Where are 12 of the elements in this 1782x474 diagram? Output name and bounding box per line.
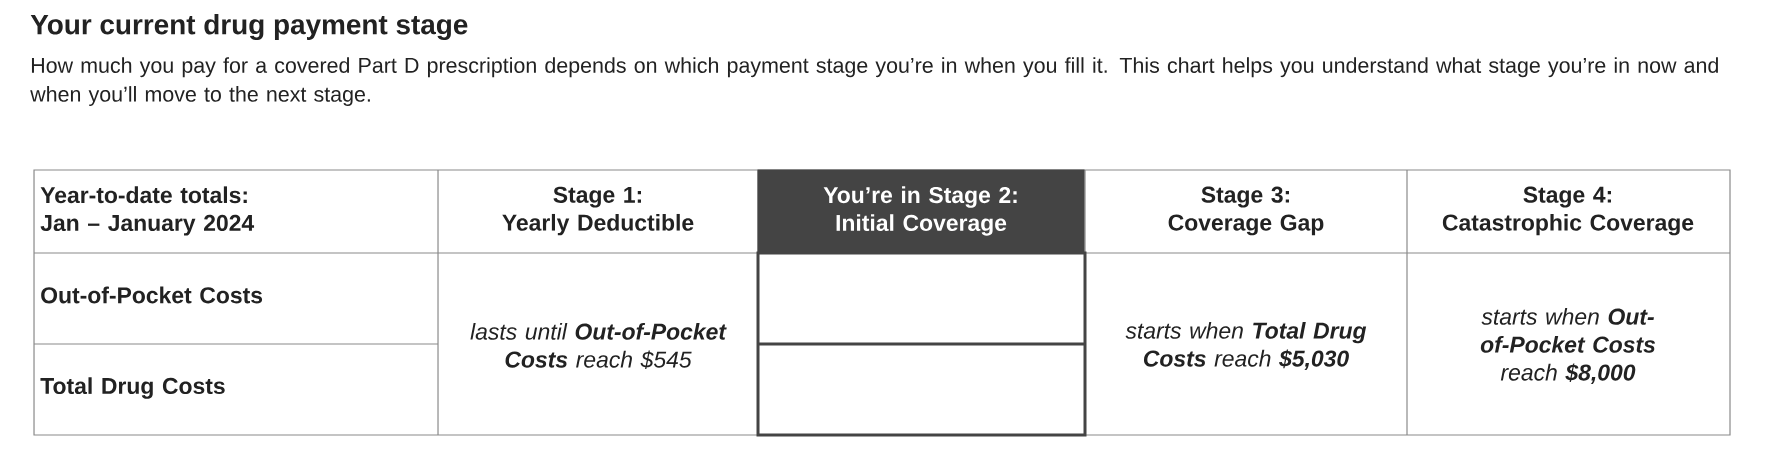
row-header: Total Drug Costs xyxy=(40,377,225,399)
row-header: Out-of-Pocket Costs xyxy=(41,286,263,304)
stage-note: lasts until Out-of-Pocket Costs reach $545 xyxy=(470,322,727,369)
title: Your current drug payment stage xyxy=(30,13,468,41)
stage-note: starts when Out-of-Pocket Costs reach $8,000 xyxy=(1480,308,1656,384)
column-header: Stage 1: Yearly Deductible xyxy=(502,186,694,236)
intro-paragraph: How much you pay for a covered Part D prescription depends on which payment stage you’re in when you fill it. This chart helps you understand what stage you’re in now and when you’ll move to the next stage. xyxy=(30,57,1718,107)
stage-note: starts when Total Drug Costs reach $5,030 xyxy=(1125,321,1367,370)
column-header: Stage 3: Coverage Gap xyxy=(1168,186,1324,236)
row-header: Year-to-date totals: Jan – January 2024 xyxy=(40,186,255,236)
column-header: Stage 4: Catastrophic Coverage xyxy=(1442,186,1694,236)
column-header: You’re in Stage 2: Initial Coverage xyxy=(757,169,1085,253)
